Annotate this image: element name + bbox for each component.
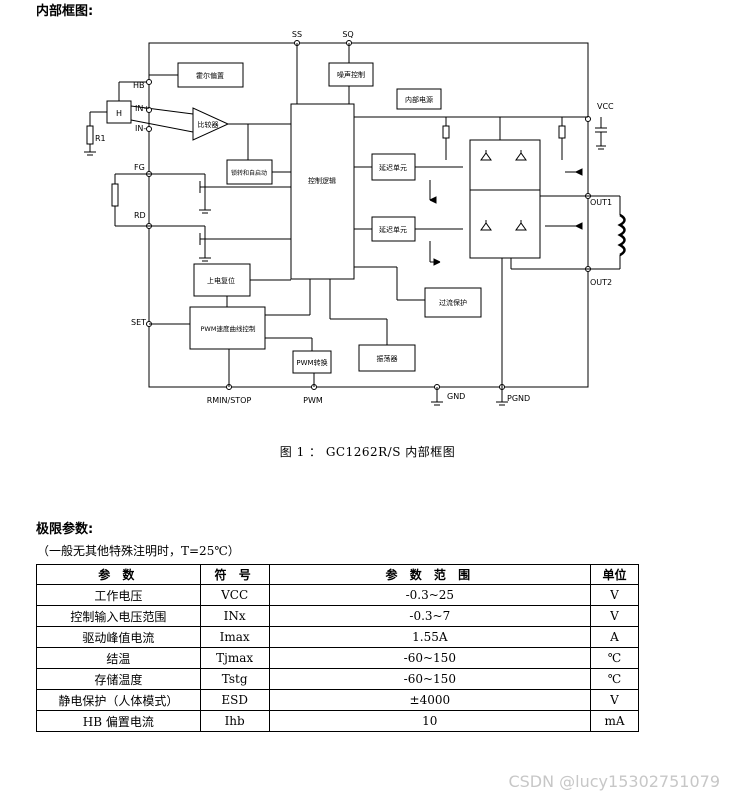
comparator-symbol <box>192 107 230 141</box>
cell-parameter: 控制输入电压范围 <box>36 605 201 627</box>
label-lock-restart: 锁转和自启动 <box>231 169 267 177</box>
cell-range: ±4000 <box>268 689 592 711</box>
pin-in-minus: IN- <box>135 124 146 133</box>
label-delay-unit-2: 延迟单元 <box>379 225 407 234</box>
label-r1: R1 <box>95 134 106 143</box>
cell-parameter: 工作电压 <box>36 584 201 606</box>
pin-sq: SQ <box>342 30 353 39</box>
csdn-watermark: CSDN @lucy15302751079 <box>508 772 720 791</box>
table-row: 结温 Tjmax -60~150 ℃ <box>36 647 639 669</box>
pin-ss: SS <box>292 30 302 39</box>
label-comparator: 比较器 <box>198 120 219 129</box>
cell-symbol: Ihb <box>199 710 270 732</box>
header-unit: 单位 <box>590 564 639 585</box>
cell-parameter: 结温 <box>36 647 201 669</box>
block-noise-control <box>328 62 374 87</box>
coil-inductor <box>617 213 626 257</box>
header-symbol: 符 号 <box>199 564 270 585</box>
cell-unit: V <box>590 605 639 627</box>
cell-range: 10 <box>268 710 592 732</box>
table-row: 存储温度 Tstg -60~150 ℃ <box>36 668 639 690</box>
cell-symbol: Tstg <box>199 668 270 690</box>
block-control-logic <box>290 103 355 280</box>
cell-symbol: VCC <box>199 584 270 606</box>
internal-block-diagram: SS SQ HB IN+ IN- FG RD SET VCC OUT1 OUT2… <box>84 30 626 406</box>
resistor-r1 <box>86 125 94 145</box>
cell-range: -0.3~7 <box>268 605 592 627</box>
pin-pwm: PWM <box>303 396 323 405</box>
table-row: 工作电压 VCC -0.3~25 V <box>36 584 639 606</box>
pin-hb: HB <box>133 81 145 90</box>
cell-unit: mA <box>590 710 639 732</box>
pin-out2: OUT2 <box>590 278 612 287</box>
cell-unit: V <box>590 689 639 711</box>
resistor-pullup <box>111 183 119 207</box>
table-row: 控制输入电压范围 INx -0.3~7 V <box>36 605 639 627</box>
pin-vcc: VCC <box>597 102 614 111</box>
cell-symbol: ESD <box>199 689 270 711</box>
cell-unit: ℃ <box>590 647 639 669</box>
cell-parameter: 静电保护（人体模式） <box>36 689 201 711</box>
pin-out1: OUT1 <box>590 198 612 207</box>
pin-pgnd: PGND <box>507 394 530 403</box>
cell-range: -60~150 <box>268 647 592 669</box>
pin-rd: RD <box>134 211 146 220</box>
label-oscillator: 振荡器 <box>377 354 398 363</box>
table-row: HB 偏置电流 Ihb 10 mA <box>36 710 639 732</box>
block-internal-power <box>396 88 442 110</box>
header-parameter: 参 数 <box>36 564 201 585</box>
pin-in-plus: IN+ <box>135 104 150 113</box>
table-row: 驱动峰值电流 Imax 1.55A A <box>36 626 639 648</box>
label-pwm-speed: PWM速度曲线控制 <box>201 324 256 333</box>
block-diagram-heading: 内部框图: <box>36 4 94 19</box>
cell-parameter: 存储温度 <box>36 668 201 690</box>
label-hall-bias: 霍尔偏置 <box>196 71 224 80</box>
limits-heading: 极限参数: <box>36 522 94 537</box>
cell-parameter: HB 偏置电流 <box>36 710 201 732</box>
label-internal-power: 内部电源 <box>405 95 433 104</box>
label-pwm-convert: PWM转换 <box>296 358 327 367</box>
pin-fg: FG <box>134 163 145 172</box>
pin-rmin-stop: RMIN/STOP <box>207 396 252 405</box>
condition-note: （一般无其他特殊注明时，T=25℃） <box>37 544 240 558</box>
label-power-on-reset: 上电复位 <box>207 276 235 285</box>
chip-outline <box>148 42 589 388</box>
block-overcurrent <box>424 287 482 318</box>
label-control-logic: 控制逻辑 <box>308 176 336 185</box>
cell-range: -60~150 <box>268 668 592 690</box>
header-range: 参 数 范 围 <box>268 564 592 585</box>
cell-parameter: 驱动峰值电流 <box>36 626 201 648</box>
table-row: 静电保护（人体模式） ESD ±4000 V <box>36 689 639 711</box>
pin-set: SET <box>131 318 146 327</box>
cell-symbol: INx <box>199 605 270 627</box>
label-noise-control: 噪声控制 <box>337 70 365 79</box>
label-delay-unit-1: 延迟单元 <box>379 163 407 172</box>
h-bridge <box>469 139 541 259</box>
label-h: H <box>116 109 122 118</box>
cell-unit: A <box>590 626 639 648</box>
cell-range: -0.3~25 <box>268 584 592 606</box>
table-header-row: 参 数 符 号 参 数 范 围 单位 <box>36 564 639 585</box>
cell-symbol: Tjmax <box>199 647 270 669</box>
figure-caption: 图 1 ： GC1262R/S 内部框图 <box>279 445 456 459</box>
cell-range: 1.55A <box>268 626 592 648</box>
cell-symbol: Imax <box>199 626 270 648</box>
absolute-max-table: 参 数 符 号 参 数 范 围 单位 工作电压 VCC -0.3~25 V 控制… <box>36 564 639 732</box>
cell-unit: V <box>590 584 639 606</box>
label-overcurrent: 过流保护 <box>439 298 467 307</box>
pin-gnd: GND <box>447 392 465 401</box>
cell-unit: ℃ <box>590 668 639 690</box>
